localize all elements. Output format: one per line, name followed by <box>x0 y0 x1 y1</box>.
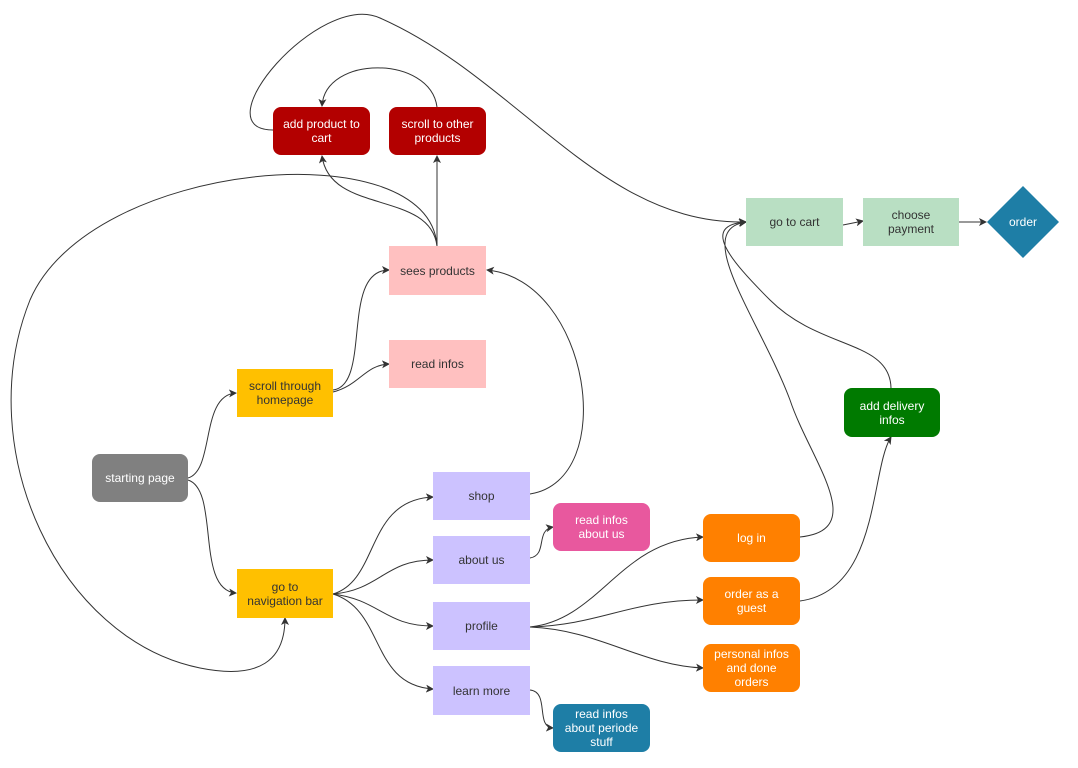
order-diamond <box>987 186 1059 258</box>
node-scroll-to-other-products: scroll to other products <box>389 107 486 155</box>
node-label: profile <box>465 619 498 633</box>
node-read-infos: read infos <box>389 340 486 388</box>
node-label: go to cart <box>769 215 820 229</box>
edge-add-delivery-to-go-cart <box>722 218 892 389</box>
node-label: shop <box>468 489 495 503</box>
node-log-in: log in <box>703 514 800 562</box>
node-label: go to navigation bar <box>247 579 323 608</box>
edge-log-in-to-go-cart <box>724 219 834 538</box>
edge-scroll-other-to-add-product <box>318 67 438 108</box>
node-starting-page: starting page <box>92 454 188 502</box>
edge-learn-more-to-read-periode <box>529 689 554 732</box>
edge-nav-to-about-us <box>332 556 434 595</box>
node-scroll-through-homepage: scroll through homepage <box>237 369 333 417</box>
edge-nav-to-shop <box>332 493 434 595</box>
edge-profile-to-personal-infos <box>529 626 704 672</box>
node-shop: shop <box>433 472 530 520</box>
node-read-infos-about-periode-stuff: read infos about periode stuff <box>553 704 650 752</box>
node-personal-infos-and-done-orders: personal infos and done orders <box>703 644 800 692</box>
edge-about-us-to-read-about-us <box>529 524 554 559</box>
node-label: order as a guest <box>724 587 779 615</box>
edge-shop-to-sees-products <box>486 266 584 495</box>
node-add-delivery-infos: add delivery infos <box>844 388 940 437</box>
node-learn-more: learn more <box>433 666 530 715</box>
node-label: scroll to other products <box>401 117 474 145</box>
edge-nav-to-learn-more <box>332 593 434 693</box>
node-go-to-cart: go to cart <box>746 198 843 246</box>
node-label: about us <box>458 553 505 567</box>
edge-start-to-nav-bar <box>187 479 237 597</box>
node-add-product-to-cart: add product to cart <box>273 107 370 155</box>
node-label: read infos about us <box>575 513 628 541</box>
node-label: read infos about periode stuff <box>564 707 639 749</box>
node-label: sees products <box>400 263 475 278</box>
node-label: personal infos and done orders <box>714 647 789 689</box>
edge-nav-to-profile <box>332 593 434 630</box>
node-read-infos-about-us: read infos about us <box>553 503 650 551</box>
node-profile: profile <box>433 602 530 650</box>
node-label: read infos <box>411 357 464 371</box>
edge-start-to-scroll-homepage <box>187 389 237 479</box>
node-order-label-box: order <box>987 186 1059 258</box>
node-go-to-navigation-bar: go to navigation bar <box>237 569 333 618</box>
node-label: choose payment <box>887 208 935 236</box>
node-about-us: about us <box>433 536 530 584</box>
edge-go-cart-to-choose-payment <box>842 218 864 227</box>
edge-profile-to-log-in <box>529 533 704 628</box>
node-label: add delivery infos <box>859 398 925 427</box>
edge-sees-products-to-nav-bar <box>10 174 438 672</box>
node-label: learn more <box>452 683 511 698</box>
edge-order-guest-to-add-delivery <box>799 436 892 602</box>
edge-add-product-to-go-cart <box>249 13 747 227</box>
edge-sees-products-to-add-product <box>318 155 438 247</box>
edge-scroll-homepage-to-sees-products <box>332 266 390 391</box>
edge-profile-to-order-guest <box>529 596 704 628</box>
node-sees-products: sees products <box>389 246 486 295</box>
node-label: add product to cart <box>283 117 360 145</box>
node-order: order <box>1008 215 1037 229</box>
node-label: starting page <box>105 471 175 485</box>
node-order-as-a-guest: order as a guest <box>703 577 800 625</box>
edge-scroll-homepage-to-read-infos <box>332 360 390 393</box>
node-choose-payment: choose payment <box>863 198 959 246</box>
node-label: log in <box>737 531 766 545</box>
node-label: scroll through homepage <box>248 379 322 407</box>
